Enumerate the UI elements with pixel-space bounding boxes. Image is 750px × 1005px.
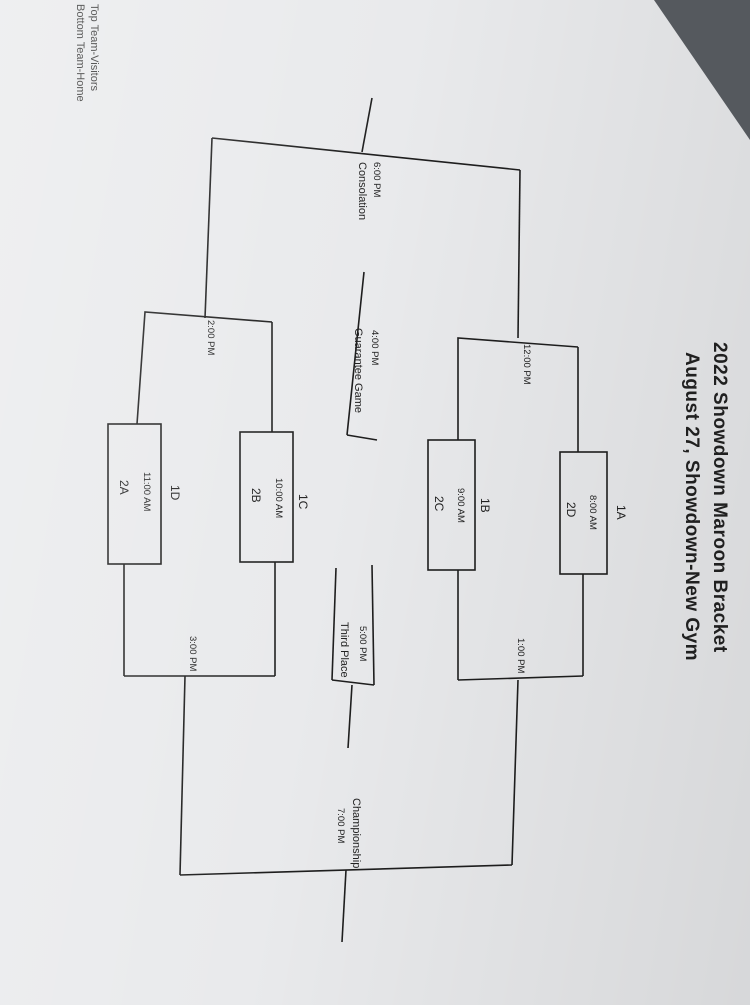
bracket-line <box>347 684 353 749</box>
championship-time: 7:00 PM <box>335 808 346 844</box>
bracket-line <box>517 169 521 339</box>
guarantee-game-label: Guarantee Game <box>352 328 364 413</box>
slot-time-1pm: 1:00 PM <box>515 638 526 674</box>
third-place-label: Third Place <box>338 622 350 678</box>
third-place-time: 5:00 PM <box>357 626 368 662</box>
legend-top-team: Top Team-Visitors <box>88 4 100 92</box>
game-team-1c: 2B <box>249 488 263 503</box>
slot-time-3pm: 3:00 PM <box>187 636 198 672</box>
consolation-label: Consolation <box>356 162 368 221</box>
game-team-1d: 2A <box>117 480 131 495</box>
bracket-line <box>179 675 186 876</box>
guarantee-game-time: 4:00 PM <box>369 330 380 366</box>
bracket-line <box>346 434 378 441</box>
bracket-line <box>211 137 521 171</box>
game-time-1d: 11:00 AM <box>141 472 152 512</box>
game-box-1b <box>427 439 476 571</box>
bracket-line <box>457 337 579 440</box>
game-id-1a: 1A <box>614 505 628 520</box>
game-box-1d <box>107 423 162 565</box>
bracket-line <box>136 311 273 425</box>
game-time-1c: 10:00 AM <box>273 478 284 519</box>
game-id-1d: 1D <box>168 485 182 501</box>
bracket-line <box>331 679 375 686</box>
game-box-1c <box>239 431 294 563</box>
bracket-line <box>331 567 337 681</box>
bracket-line <box>204 137 213 319</box>
bracket-line <box>341 869 347 943</box>
bracket-line <box>346 271 365 436</box>
bracket-title: 2022 Showdown Maroon Bracket <box>709 342 730 653</box>
bracket-line <box>511 679 519 866</box>
bracket-line <box>371 564 375 686</box>
game-time-1a: 8:00 AM <box>587 495 598 530</box>
game-time-1b: 9:00 AM <box>455 488 466 523</box>
bracket-line <box>457 675 584 681</box>
game-id-1c: 1C <box>296 494 310 510</box>
game-id-1b: 1B <box>478 498 492 513</box>
game-team-1a: 2D <box>564 502 578 518</box>
championship-label: Championship <box>350 798 362 869</box>
legend-bottom-team: Bottom Team-Home <box>74 4 86 102</box>
game-team-1b: 2C <box>432 496 446 512</box>
bracket-line <box>361 97 373 153</box>
slot-time-2pm: 2:00 PM <box>205 320 216 356</box>
bracket-subtitle: August 27, Showdown-New Gym <box>681 352 702 662</box>
slot-time-noon: 12:00 PM <box>521 344 532 385</box>
consolation-time: 6:00 PM <box>371 162 382 198</box>
